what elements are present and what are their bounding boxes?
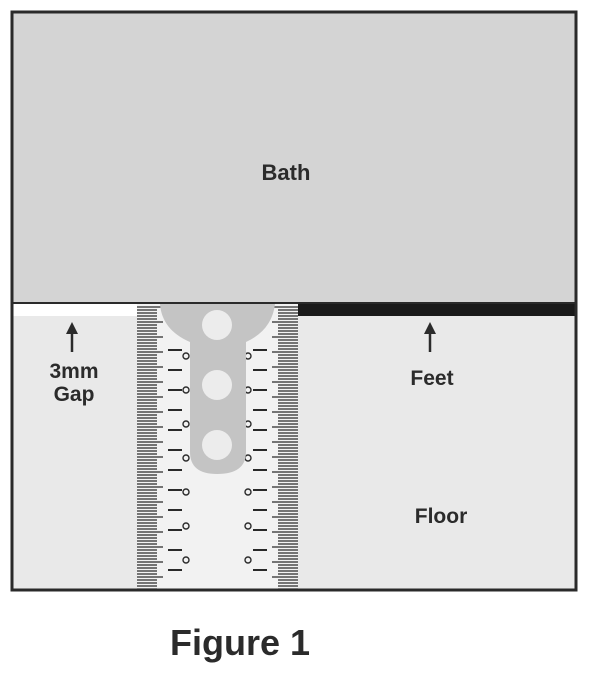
floor-label: Floor bbox=[415, 505, 468, 528]
gap-strip bbox=[12, 303, 137, 316]
ruler-hole bbox=[202, 430, 232, 460]
figure-caption: Figure 1 bbox=[169, 622, 311, 663]
ruler-dot bbox=[244, 556, 252, 564]
measuring-ruler bbox=[137, 303, 298, 590]
ruler-dot bbox=[182, 352, 190, 360]
ruler-dot bbox=[244, 488, 252, 496]
ruler-dot bbox=[182, 556, 190, 564]
feet-label: Feet bbox=[410, 367, 453, 390]
ruler-hole bbox=[202, 310, 232, 340]
ruler-ticks bbox=[137, 306, 298, 590]
diagram-frame bbox=[10, 10, 578, 592]
ruler-hole bbox=[202, 370, 232, 400]
ruler-dot bbox=[182, 488, 190, 496]
gap-arrow-icon bbox=[66, 322, 78, 352]
bath-panel bbox=[12, 12, 576, 304]
feet-arrow-icon bbox=[424, 322, 436, 352]
ruler-dot bbox=[182, 522, 190, 530]
ruler-dot bbox=[182, 420, 190, 428]
gap-label-line2: Gap bbox=[54, 383, 95, 406]
ruler-dot bbox=[244, 522, 252, 530]
feet-bar bbox=[298, 303, 576, 316]
bath-label: Bath bbox=[262, 160, 311, 185]
ruler-dot bbox=[182, 454, 190, 462]
gap-section bbox=[12, 316, 137, 590]
ruler-dot bbox=[182, 386, 190, 394]
floor-section bbox=[298, 316, 576, 590]
gap-label-line1: 3mm bbox=[49, 360, 98, 383]
